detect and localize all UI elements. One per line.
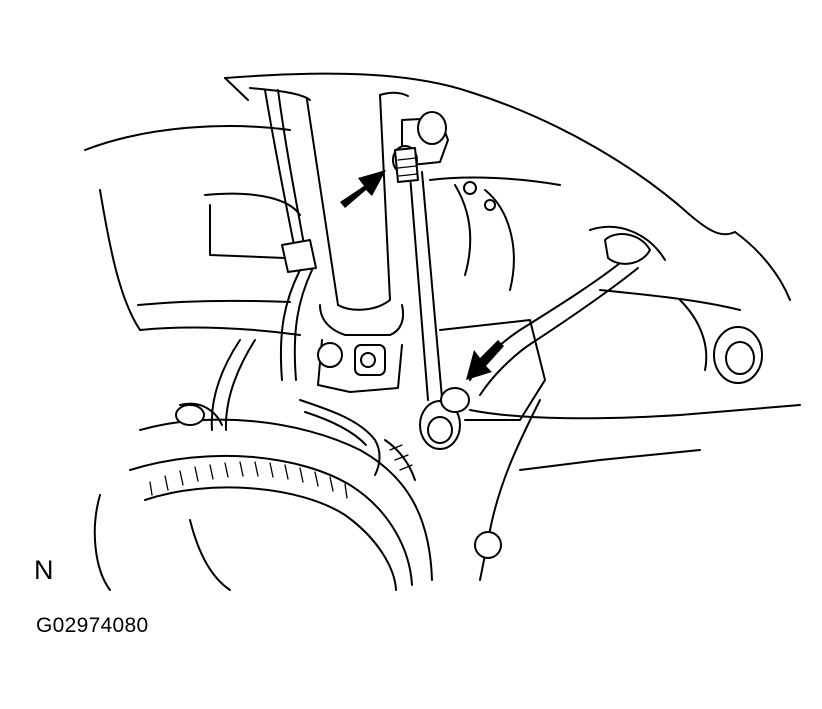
brake-hose	[210, 89, 381, 476]
callout-arrow-lower-nut	[466, 340, 504, 380]
orientation-label: N	[34, 555, 54, 585]
knuckle-body	[204, 176, 561, 291]
callout-arrow-upper-nut	[340, 170, 386, 208]
strut-assembly	[249, 87, 409, 393]
stabilizer-link	[392, 111, 470, 450]
lower-arm	[469, 289, 801, 581]
brake-rotor	[93, 402, 433, 591]
stabilizer-bar	[439, 225, 666, 421]
figure-id: G02974080	[36, 614, 149, 637]
drive-shaft-boot	[384, 439, 416, 481]
fender-housing	[84, 72, 791, 336]
